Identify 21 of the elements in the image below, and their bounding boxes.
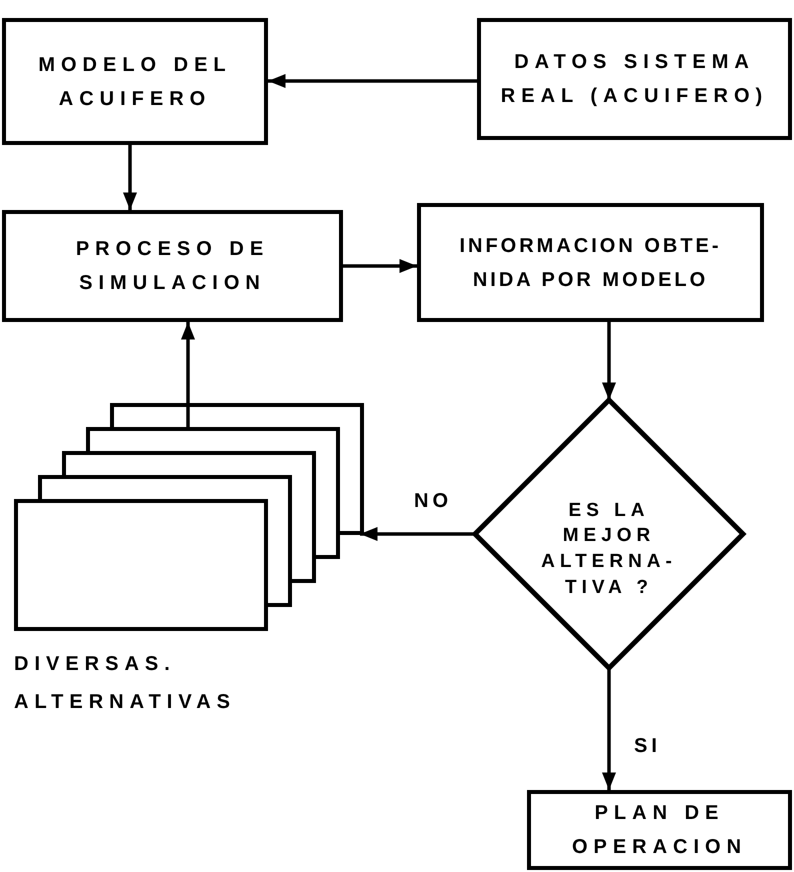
box-text: PLAN DE OPERACION — [570, 801, 748, 860]
process-box — [527, 790, 792, 870]
arrow — [181, 322, 195, 427]
arrow — [343, 259, 417, 273]
process-box — [2, 18, 268, 145]
stacked-pages-drawing — [14, 403, 364, 631]
box-text: PROCESO DE SIMULACION — [74, 237, 270, 296]
process-box — [417, 203, 764, 322]
process-box — [477, 18, 792, 140]
decision-text: ES LA MEJOR ALTERNA- TIVA ? — [540, 498, 678, 600]
box-text: DATOS SISTEMA REAL (ACUIFERO) — [500, 50, 770, 109]
box-text: MODELO DEL ACUIFERO — [37, 52, 233, 112]
box-text: INFORMACION OBTE- NIDA POR MODELO — [458, 234, 723, 292]
arrow — [360, 527, 475, 541]
arrow — [602, 322, 616, 400]
arrow — [123, 145, 137, 210]
arrow — [602, 668, 616, 790]
decision-diamond — [471, 396, 747, 672]
caption-text: DIVERSAS. ALTERNATIVAS — [14, 652, 237, 715]
arrow — [268, 74, 477, 88]
process-box — [2, 210, 343, 322]
